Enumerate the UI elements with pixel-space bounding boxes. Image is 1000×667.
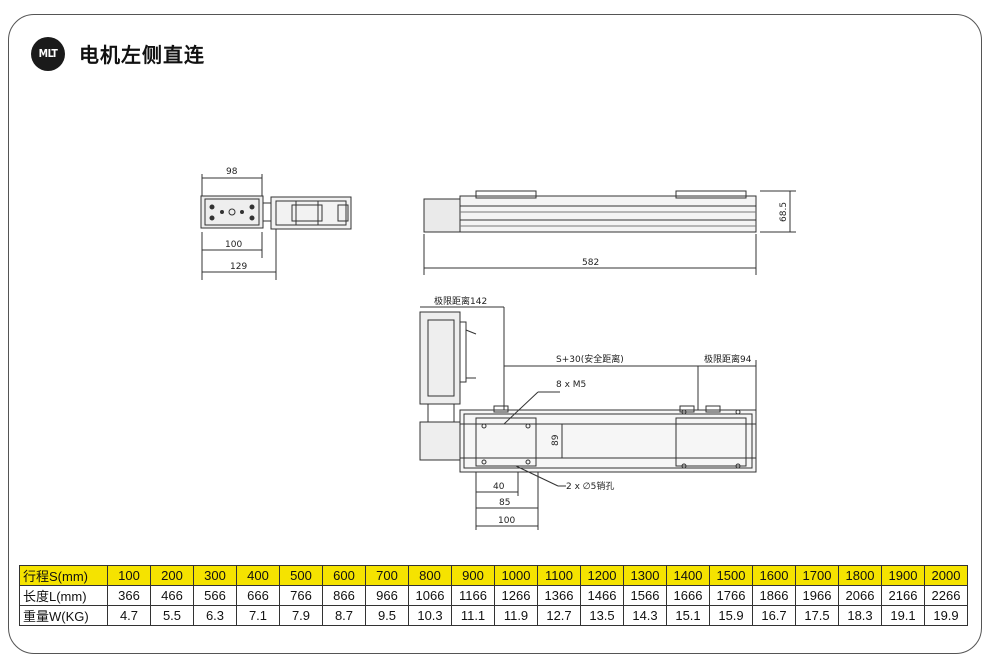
table-cell: 466 bbox=[150, 585, 194, 606]
table-cell: 1266 bbox=[494, 585, 538, 606]
table-cell: 1000 bbox=[494, 565, 538, 586]
table-cell: 1466 bbox=[580, 585, 624, 606]
table-cell: 11.9 bbox=[494, 605, 538, 626]
dim-limit-142: 极限距离142 bbox=[434, 295, 487, 307]
table-cell: 1200 bbox=[580, 565, 624, 586]
table-cell: 7.9 bbox=[279, 605, 323, 626]
dim-582: 582 bbox=[582, 258, 599, 268]
table-cell: 2000 bbox=[924, 565, 968, 586]
table-cell: 7.1 bbox=[236, 605, 280, 626]
dim-40: 40 bbox=[493, 482, 505, 492]
front-view bbox=[419, 306, 757, 530]
table-cell: 1566 bbox=[623, 585, 667, 606]
table-cell: 11.1 bbox=[451, 605, 495, 626]
table-cell: 1400 bbox=[666, 565, 710, 586]
table-cell: 8.7 bbox=[322, 605, 366, 626]
table-cell: 866 bbox=[322, 585, 366, 606]
table-cell: 666 bbox=[236, 585, 280, 606]
page-frame bbox=[8, 14, 982, 654]
table-cell: 566 bbox=[193, 585, 237, 606]
table-cell: 766 bbox=[279, 585, 323, 606]
table-cell: 200 bbox=[150, 565, 194, 586]
page-title: 电机左侧直连 bbox=[79, 43, 205, 67]
dim-98: 98 bbox=[226, 167, 238, 177]
table-cell: 100 bbox=[107, 565, 151, 586]
table-cell: 12.7 bbox=[537, 605, 581, 626]
table-cell: 15.9 bbox=[709, 605, 753, 626]
table-cell: 1966 bbox=[795, 585, 839, 606]
table-cell: 800 bbox=[408, 565, 452, 586]
spec-table: 行程S(mm) 100 200 300 400 500 600 700 800 … bbox=[19, 565, 968, 626]
table-cell: 500 bbox=[279, 565, 323, 586]
table-cell: 1500 bbox=[709, 565, 753, 586]
table-cell: 1100 bbox=[537, 565, 581, 586]
table-cell: 1666 bbox=[666, 585, 710, 606]
table-cell: 1066 bbox=[408, 585, 452, 606]
table-cell: 966 bbox=[365, 585, 409, 606]
row-label: 长度L(mm) bbox=[19, 585, 108, 606]
table-cell: 1800 bbox=[838, 565, 882, 586]
table-cell: 1766 bbox=[709, 585, 753, 606]
table-cell: 1300 bbox=[623, 565, 667, 586]
brand-logo: MLT bbox=[31, 37, 65, 71]
table-row-stroke: 行程S(mm) 100 200 300 400 500 600 700 800 … bbox=[19, 565, 968, 586]
table-cell: 16.7 bbox=[752, 605, 796, 626]
dim-100-bottom: 100 bbox=[498, 516, 515, 526]
table-cell: 14.3 bbox=[623, 605, 667, 626]
dim-100-top: 100 bbox=[225, 240, 242, 250]
dim-85: 85 bbox=[499, 498, 510, 508]
table-cell: 10.3 bbox=[408, 605, 452, 626]
dim-89: 89 bbox=[551, 434, 561, 446]
table-cell: 2166 bbox=[881, 585, 925, 606]
dim-holes: 8 x M5 bbox=[556, 380, 586, 390]
side-view bbox=[423, 190, 796, 275]
table-cell: 5.5 bbox=[150, 605, 194, 626]
dim-68-5: 68.5 bbox=[779, 202, 789, 222]
table-cell: 18.3 bbox=[838, 605, 882, 626]
top-view bbox=[200, 174, 352, 280]
table-cell: 4.7 bbox=[107, 605, 151, 626]
dim-pin-holes: 2 x ∅5销孔 bbox=[566, 480, 614, 492]
table-row-weight: 重量W(KG) 4.7 5.5 6.3 7.1 7.9 8.7 9.5 10.3… bbox=[19, 605, 968, 626]
table-cell: 1600 bbox=[752, 565, 796, 586]
table-cell: 600 bbox=[322, 565, 366, 586]
row-label: 行程S(mm) bbox=[19, 565, 108, 586]
table-cell: 1166 bbox=[451, 585, 495, 606]
table-cell: 6.3 bbox=[193, 605, 237, 626]
dim-129: 129 bbox=[230, 262, 247, 272]
table-cell: 900 bbox=[451, 565, 495, 586]
table-cell: 1366 bbox=[537, 585, 581, 606]
dim-safety: S+30(安全距离) bbox=[556, 353, 624, 365]
table-cell: 400 bbox=[236, 565, 280, 586]
table-cell: 13.5 bbox=[580, 605, 624, 626]
table-cell: 15.1 bbox=[666, 605, 710, 626]
table-row-length: 长度L(mm) 366 466 566 666 766 866 966 1066… bbox=[19, 585, 968, 606]
table-cell: 1900 bbox=[881, 565, 925, 586]
technical-drawing: 98 100 129 582 68.5 bbox=[200, 167, 796, 530]
table-cell: 2066 bbox=[838, 585, 882, 606]
table-cell: 19.1 bbox=[881, 605, 925, 626]
row-label: 重量W(KG) bbox=[19, 605, 108, 626]
table-cell: 17.5 bbox=[795, 605, 839, 626]
table-cell: 2266 bbox=[924, 585, 968, 606]
table-cell: 1700 bbox=[795, 565, 839, 586]
table-cell: 1866 bbox=[752, 585, 796, 606]
table-cell: 700 bbox=[365, 565, 409, 586]
table-cell: 9.5 bbox=[365, 605, 409, 626]
table-cell: 300 bbox=[193, 565, 237, 586]
table-cell: 366 bbox=[107, 585, 151, 606]
table-cell: 19.9 bbox=[924, 605, 968, 626]
dim-limit-94: 极限距离94 bbox=[704, 353, 752, 365]
